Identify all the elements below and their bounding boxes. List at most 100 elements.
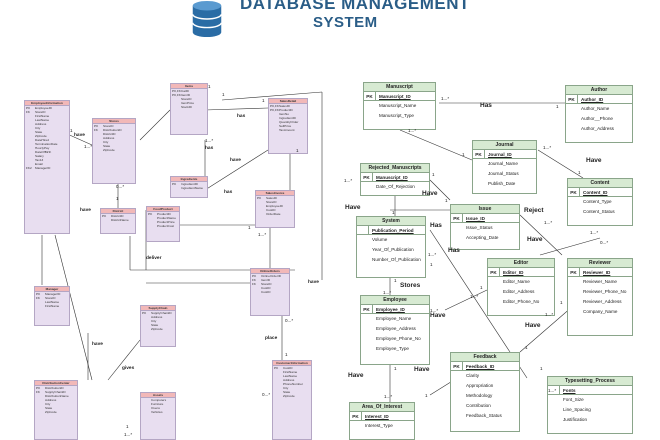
entity-title: SalesInvoice — [256, 191, 294, 196]
key-marker: PK — [274, 366, 279, 370]
pk-marker: PK — [361, 173, 373, 181]
entity-title: District — [101, 209, 135, 214]
entity-field-row: Tax13 — [25, 158, 69, 162]
entity-field-row: ZipCode — [93, 148, 135, 152]
entity-field-row: Address — [141, 315, 175, 319]
field-name: DistributionID — [45, 386, 64, 390]
field-name: ZipCode — [103, 148, 115, 152]
field-name: ZipCode — [35, 134, 47, 138]
field-name: TerminationDate — [35, 142, 58, 146]
entity-field-row: City — [93, 140, 135, 144]
cardinality: 0...* — [262, 392, 271, 397]
cardinality: 1...* — [544, 220, 553, 225]
entity-field-row: ZipCode — [25, 134, 69, 138]
cardinality: 1 — [285, 352, 288, 357]
entity-field-row: CustID — [251, 290, 289, 294]
key-marker: PK — [172, 182, 177, 186]
key-marker — [94, 148, 103, 152]
entity-field-row: Email — [25, 162, 69, 166]
key-marker — [102, 218, 111, 222]
entity-field-row: City — [273, 386, 311, 390]
cardinality: 1...* — [545, 312, 554, 317]
primary-key: Content_ID — [583, 190, 608, 195]
field-name: DistrictName — [111, 218, 129, 222]
cardinality: 1...* — [543, 145, 552, 150]
entity-field-row: DistrictID — [93, 132, 135, 136]
entity-field-row: Ovens — [141, 406, 175, 410]
field-name: Salary — [35, 154, 44, 158]
key-marker — [257, 212, 266, 216]
entity-field-row: State — [273, 390, 311, 394]
entity-title: Journal — [473, 141, 536, 150]
key-marker — [274, 394, 283, 398]
key-marker: FK — [252, 278, 256, 282]
field-name: ItemNo — [279, 112, 289, 116]
relation-label: Have — [414, 366, 430, 373]
field-name: DateHired — [35, 138, 49, 142]
entity-field-row: FirstName — [25, 114, 69, 118]
database-icon — [192, 0, 222, 38]
cardinality: 1 — [296, 148, 299, 153]
key-marker: PK,FK — [172, 93, 181, 97]
field-name: State — [283, 390, 291, 394]
cardinality: 1...* — [408, 128, 417, 133]
field-name: PhoneNumber — [283, 382, 303, 386]
cardinality: 1 — [394, 278, 397, 283]
field-name: SalesID — [266, 196, 277, 200]
key-marker: FK — [94, 128, 98, 132]
primary-key-row: Publication_Period — [357, 226, 425, 235]
primary-key: Journal_ID — [488, 152, 512, 157]
cardinality: 1...* — [383, 290, 392, 295]
entity-attribute: Manuscript_Name — [379, 103, 417, 108]
entity-field-row: StockID — [171, 105, 207, 109]
field-name: Address — [103, 136, 115, 140]
key-marker — [142, 327, 151, 331]
entity-title: DistributionCenter — [35, 381, 77, 386]
primary-key: Employee_ID — [376, 307, 405, 312]
relation-label: have — [74, 133, 85, 138]
key-marker: FK — [26, 110, 30, 114]
key-marker: PK — [142, 311, 147, 315]
key-marker — [270, 128, 279, 132]
field-name: CustID — [261, 286, 271, 290]
key-marker — [142, 410, 151, 414]
primary-key-row: Fonts — [548, 386, 632, 395]
field-name: FirstName — [283, 370, 298, 374]
entity-title: Assets — [141, 393, 175, 398]
entity-title: Rejected_Manuscripts — [361, 164, 429, 173]
relation-label: have — [92, 342, 103, 347]
cardinality: 1 — [578, 170, 581, 175]
entity-field-row: HourlyPay — [25, 146, 69, 150]
entity-field-row: ZipCode — [141, 327, 175, 331]
field-name: Address — [151, 315, 163, 319]
diagram-header: DATABASE MANAGEMENT SYSTEM — [0, 0, 660, 60]
primary-key: Author_ID — [581, 97, 604, 102]
key-marker — [252, 290, 261, 294]
entity-field-row: LastName — [35, 300, 69, 304]
cardinality: 1...* — [84, 144, 93, 149]
entity-field-row: Furniture — [141, 402, 175, 406]
entity-attribute: Reviewer_Name — [583, 279, 617, 284]
field-name: StoreID — [103, 124, 114, 128]
field-name: Address — [35, 122, 47, 126]
